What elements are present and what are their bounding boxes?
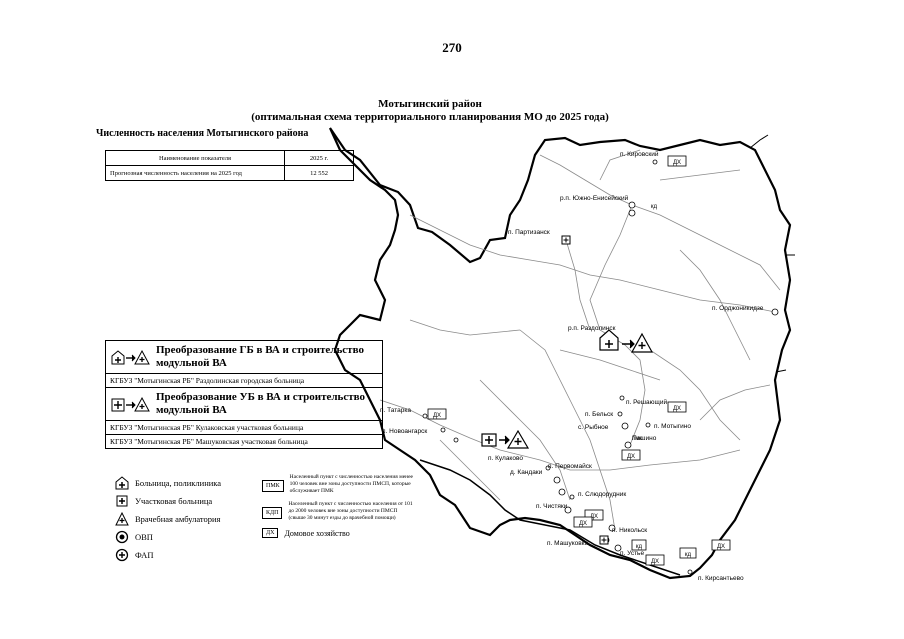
legend-label: Участковая больница — [135, 496, 213, 506]
page-title: Мотыгинский район (оптимальная схема тер… — [200, 98, 660, 124]
legend-row: ПМК Населенный пункт с численностью насе… — [262, 474, 432, 495]
label-ordzhonikidze: п. Орджоникидзе — [712, 305, 764, 312]
table-header-row: Наименование показателя 2025 г. — [105, 150, 354, 166]
label-ustye: п. Устье — [620, 550, 644, 557]
legend-row: ДХ Домовое хозяйство — [262, 528, 432, 538]
label-rybnoe: с. Рыбное — [578, 423, 609, 431]
ub-transform-title: Преобразование УБ в ВА и строительство м… — [156, 391, 366, 416]
label-novoangarsk: п. Новоангарск — [382, 428, 427, 435]
population-table: Наименование показателя 2025 г. Прогнозн… — [105, 150, 354, 181]
pmk-description: Населенный пункт с численностью населени… — [289, 474, 413, 494]
title-line-1: Мотыгинский район — [378, 98, 482, 110]
gb-item: КГБУЗ "Мотыгинская РБ" Раздолинская горо… — [106, 374, 382, 388]
district-hospital-icon — [116, 495, 128, 507]
label-pervomaysk: п. Первомайск — [548, 462, 592, 470]
table-cell: 12 552 — [284, 165, 354, 181]
svg-text:ДХ: ДХ — [590, 514, 598, 520]
label-kirsantyevo: п. Кирсантьево — [698, 575, 744, 582]
table-header-cell: 2025 г. — [284, 150, 354, 166]
svg-text:ДХ: ДХ — [673, 406, 681, 412]
settlement-labels: п. Кировский р.п. Южно-Енисейский п. Пар… — [380, 150, 764, 582]
label-partizansk: п. Партизанск — [508, 229, 550, 236]
label-mashukovka: п. Машуковка — [547, 540, 589, 547]
table-header-cell: Наименование показателя — [105, 150, 285, 166]
hospital-house-icon — [115, 476, 129, 490]
household-tag: ДХ — [262, 528, 279, 538]
label-motygino: п. Мотыгино — [654, 423, 691, 430]
table-row: Прогнозная численность населения на 2025… — [105, 165, 354, 181]
gb-to-va-icon — [110, 349, 150, 365]
kdp-description: Населенный пункт с численностью населени… — [288, 501, 413, 521]
label-belsk: п. Бельск — [585, 411, 613, 418]
household-label: Домовое хозяйство — [284, 528, 350, 538]
label-reshayushchiy: п. Решающий — [626, 398, 667, 406]
label-pashino: Пашино — [632, 435, 657, 442]
road-network — [379, 149, 781, 531]
household-tags: ДХ ДХ ДХ ДХ ДХ ДХ ДХ ДХ кд кд пмк кд — [427, 155, 731, 566]
legend-label: Врачебная амбулатория — [135, 514, 221, 524]
page-number: 270 — [442, 40, 462, 55]
svg-text:ДХ: ДХ — [579, 521, 587, 527]
table-cell: Прогнозная численность населения на 2025… — [105, 165, 285, 181]
legend-label: ОВП — [135, 532, 153, 542]
svg-text:ДХ: ДХ — [673, 160, 681, 166]
svg-text:ДХ: ДХ — [433, 413, 441, 419]
legend-row: ФАП — [115, 546, 221, 564]
title-line-2: (оптимальная схема территориального план… — [251, 111, 609, 123]
label-slyudorudnik: п. Слюдорудник — [578, 491, 626, 498]
district-boundary — [328, 127, 792, 580]
svg-text:ДХ: ДХ — [717, 544, 725, 550]
ub-to-va-icon — [110, 396, 150, 412]
label-kandaki: д. Кандаки — [510, 469, 543, 476]
map-transform-icon-razdolinsk — [599, 329, 654, 353]
legend-row: КДП Населенный пункт с численностью насе… — [262, 501, 432, 522]
svg-text:кд: кд — [685, 552, 692, 558]
svg-text:пмк: пмк — [632, 436, 642, 442]
svg-text:ДХ: ДХ — [651, 559, 659, 565]
legend-row: Врачебная амбулатория — [115, 510, 221, 528]
ovp-circle-icon — [115, 530, 129, 544]
transform-legend: Преобразование ГБ в ВА и строительство м… — [105, 340, 383, 449]
ambulatory-triangle-icon — [115, 512, 129, 526]
label-kulakovo: п. Кулаково — [488, 455, 523, 462]
legend-label: Больница, поликлиника — [135, 478, 222, 488]
label-razdolinsk: р.п. Раздолинск — [568, 325, 616, 332]
svg-text:кд: кд — [636, 544, 643, 550]
ub-transform-title-row: Преобразование УБ в ВА и строительство м… — [106, 388, 382, 421]
gb-transform-title-row: Преобразование ГБ в ВА и строительство м… — [106, 341, 382, 374]
svg-text:ДХ: ДХ — [627, 454, 635, 460]
label-yuzhno: р.п. Южно-Енисейский — [560, 194, 629, 202]
text-legend: ПМК Населенный пункт с численностью насе… — [262, 474, 432, 538]
legend-label: ФАП — [135, 550, 154, 560]
legend-row: ОВП — [115, 528, 221, 546]
population-heading: Численность населения Мотыгинского район… — [96, 128, 309, 139]
kdp-tag: КДП — [262, 507, 283, 519]
label-tatarka: п. Татарка — [380, 407, 411, 414]
legend-row: Больница, поликлиника — [115, 474, 221, 492]
map-transform-icon-kulakovo — [481, 429, 530, 449]
legend-row: Участковая больница — [115, 492, 221, 510]
ub-item: КГБУЗ "Мотыгинская РБ" Машуковская участ… — [110, 437, 308, 446]
label-nikolsk: п. Никольск — [612, 527, 647, 534]
label-chistyaki: п. Чистяки — [536, 503, 568, 510]
symbol-legend: Больница, поликлиника Участковая больниц… — [115, 474, 221, 564]
gb-transform-title: Преобразование ГБ в ВА и строительство м… — [156, 344, 364, 369]
fap-circle-icon — [115, 548, 129, 562]
svg-text:кд: кд — [651, 204, 658, 210]
pmk-tag: ПМК — [262, 480, 284, 492]
label-kirovsky: п. Кировский — [620, 150, 659, 158]
ub-item: КГБУЗ "Мотыгинская РБ" Кулаковская участ… — [106, 421, 382, 435]
